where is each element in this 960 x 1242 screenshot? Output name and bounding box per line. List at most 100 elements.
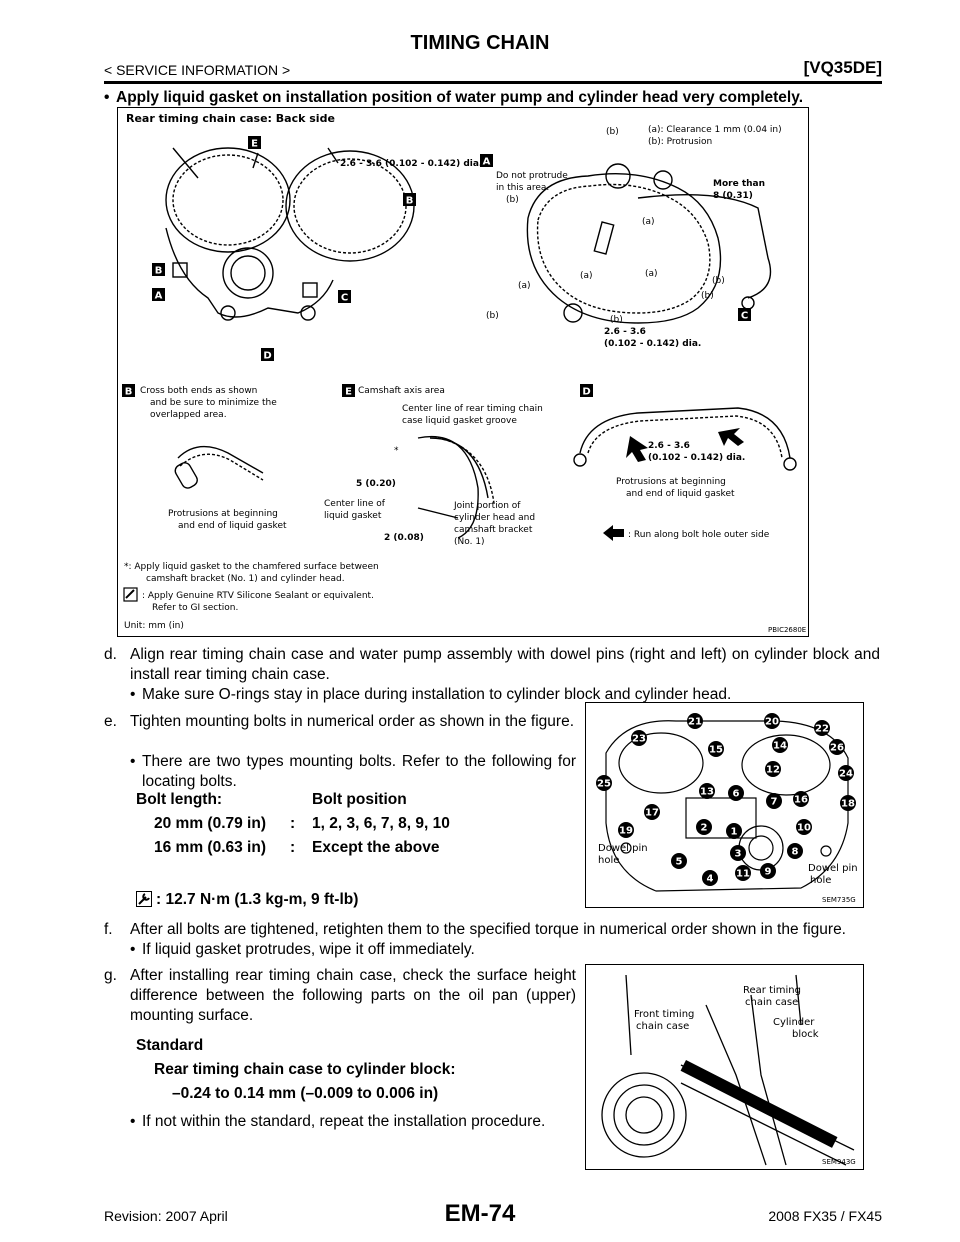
bolt-marker-2 <box>696 819 712 835</box>
standard-item: Rear timing chain case to cylinder block… <box>154 1061 456 1078</box>
step-e-text: Tighten mounting bolts in numerical orde… <box>130 713 574 730</box>
bolt-row-2-length: 16 mm (0.63 in) <box>154 839 266 856</box>
d-protrusions-2: and end of liquid gasket <box>626 489 735 499</box>
bolt-marker-10 <box>796 819 812 835</box>
bolt-number-25: 25 <box>597 779 611 790</box>
bolt-row-1-length: 20 mm (0.79 in) <box>154 815 266 832</box>
front-2: chain case <box>636 1021 689 1032</box>
fig3-code: SEM943G <box>822 1158 856 1166</box>
d-arrow-left-icon <box>626 436 648 462</box>
bolt-number-17: 17 <box>645 808 659 819</box>
bolt-order-diagram: 1234567891011121314151617181920212223242… <box>596 713 858 904</box>
bolt-number-11: 11 <box>736 869 750 880</box>
dowel-right-2: hole <box>810 875 831 886</box>
bolt-number-2: 2 <box>701 823 708 834</box>
bolt-number-9: 9 <box>765 867 772 878</box>
a-label-2: (a) <box>645 269 658 279</box>
bolt-number-23: 23 <box>632 734 646 745</box>
bolt-number-21: 21 <box>688 717 702 728</box>
bolt-number-13: 13 <box>700 787 714 798</box>
do-not-protrude: Do not protrude <box>496 171 568 181</box>
bolt-number-16: 16 <box>794 795 808 806</box>
footer-page: EM-74 <box>444 1200 516 1227</box>
detail-c-letter: C <box>741 311 748 322</box>
bolt-marker-6 <box>728 785 744 801</box>
a-label-4: (a) <box>518 281 531 291</box>
detail-b-box <box>122 384 135 397</box>
figure-surface-height: Front timing chain case Rear timing chai… <box>585 964 864 1170</box>
legend-b: (b): Protrusion <box>648 137 712 147</box>
detail-e-drawing <box>417 435 495 539</box>
bolt-marker-26 <box>829 739 845 755</box>
step-d-text: Align rear timing chain case and water p… <box>130 646 880 683</box>
bolt-marker-24 <box>838 765 854 781</box>
detail-c-box <box>738 308 751 321</box>
dowel-right-1: Dowel pin <box>808 863 858 874</box>
intro-bullet: Apply liquid gasket on installation posi… <box>104 88 876 108</box>
d-dia-1: 2.6 - 3.6 <box>648 441 690 451</box>
figure-gasket-application: Rear timing chain case: Back side E B B <box>117 107 809 637</box>
bolt-marker-12 <box>765 761 781 777</box>
star-mark: * <box>394 446 399 456</box>
bolt-number-6: 6 <box>733 789 740 800</box>
marker-c-left: C <box>341 293 348 304</box>
b-label-right-1: (b) <box>712 276 725 286</box>
bolt-marker-20 <box>764 713 780 729</box>
b-label-bottom: (b) <box>610 315 623 325</box>
dim-5: 5 (0.20) <box>356 479 396 489</box>
bolt-number-4: 4 <box>707 874 714 885</box>
cyl-1: Cylinder <box>773 1017 815 1028</box>
footer-model: 2008 FX35 / FX45 <box>768 1208 882 1224</box>
bolt-number-24: 24 <box>839 769 853 780</box>
detail-e-letter: E <box>345 387 352 398</box>
engine-label: [VQ35DE] <box>803 58 882 77</box>
b-label-right-2: (b) <box>701 291 714 301</box>
bolt-length-head: Bolt length: <box>136 791 223 808</box>
rear-2: chain case <box>745 997 798 1008</box>
d-protrusions-1: Protrusions at beginning <box>616 477 726 487</box>
bolt-marker-23 <box>631 730 647 746</box>
note-rtv-1: : Apply Genuine RTV Silicone Sealant or … <box>142 591 374 601</box>
bolt-number-12: 12 <box>766 765 780 776</box>
d-arrow-right-icon <box>718 428 744 446</box>
bolt-marker-5 <box>671 853 687 869</box>
fig1-code: PBIC2680E <box>768 626 806 634</box>
dowel-left-1: Dowel pin <box>598 843 648 854</box>
more-than-val: 8 (0.31) <box>713 191 753 201</box>
bolt-marker-9 <box>760 863 776 879</box>
d-dia-2: (0.102 - 0.142) dia. <box>648 453 745 463</box>
note-star-1: *: Apply liquid gasket to the chamfered … <box>124 562 379 572</box>
header-rule <box>104 81 882 84</box>
bolt-number-15: 15 <box>709 745 723 756</box>
rear-1: Rear timing <box>743 985 801 996</box>
b-label-left: (b) <box>506 195 519 205</box>
straight-edge <box>680 1060 838 1148</box>
bolt-marker-21 <box>687 713 703 729</box>
run-along-note: : Run along bolt hole outer side <box>628 530 770 540</box>
step-e-label: e. <box>104 713 117 730</box>
step-g-text: After installing rear timing chain case,… <box>130 967 576 1024</box>
footer-revision: Revision: 2007 April <box>104 1208 228 1224</box>
bolt-marker-22 <box>814 720 830 736</box>
step-e-bullet: There are two types mounting bolts. Refe… <box>130 752 576 792</box>
detail-b-drawing <box>174 445 264 489</box>
center-liquid-1: Center line of <box>324 499 386 509</box>
bolt-marker-18 <box>840 795 856 811</box>
more-than: More than <box>713 179 765 189</box>
detail-a-dia-1: 2.6 - 3.6 <box>604 327 646 337</box>
gasket-diagram: Rear timing chain case: Back side E B B <box>122 112 806 634</box>
bolt-marker-13 <box>699 783 715 799</box>
center-line-2: case liquid gasket groove <box>402 416 517 426</box>
detail-a-drawing <box>526 163 772 324</box>
fig2-code: SEM735G <box>822 896 856 904</box>
bolt-row-2-sep: : <box>290 839 296 856</box>
joint-4: (No. 1) <box>454 537 485 547</box>
bolt-marker-19 <box>618 822 634 838</box>
detail-e-box <box>342 384 355 397</box>
detail-d-letter: D <box>582 387 590 398</box>
bolt-marker-7 <box>766 793 782 809</box>
step-d-label: d. <box>104 646 117 663</box>
left-case-drawing <box>165 147 415 321</box>
bolt-number-3: 3 <box>735 849 742 860</box>
